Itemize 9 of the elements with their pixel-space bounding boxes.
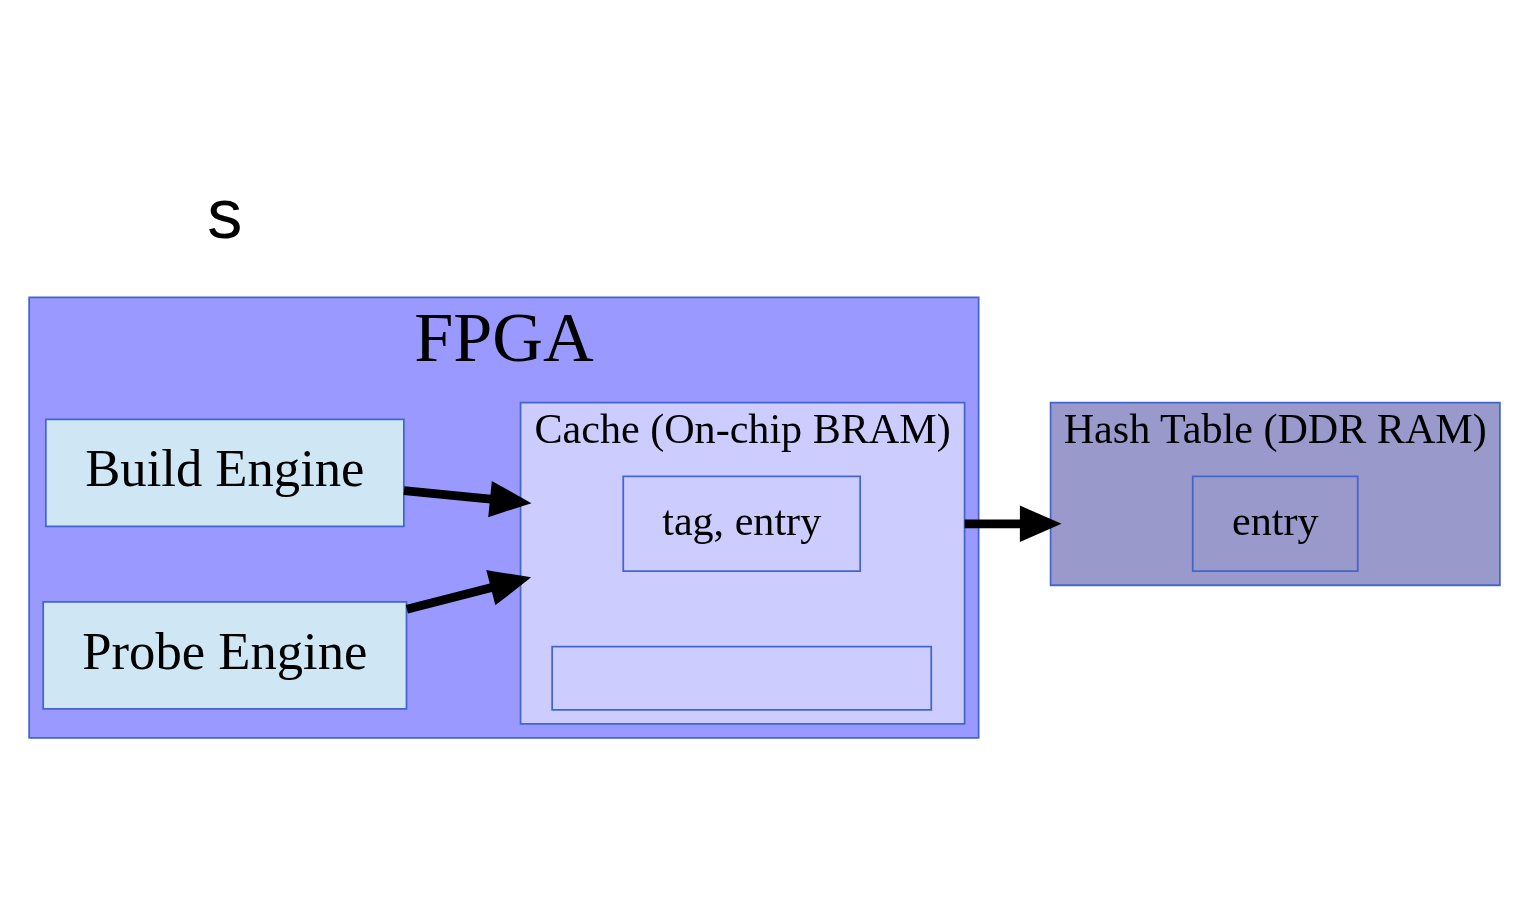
node-box: entry <box>1191 475 1359 573</box>
arrow <box>964 505 1062 543</box>
node-box <box>551 645 933 711</box>
node-box: Build Engine <box>44 418 405 528</box>
arrow <box>405 570 532 614</box>
node-box: tag, entry <box>622 475 862 573</box>
node-box: Probe Engine <box>42 601 408 710</box>
arrow <box>403 480 532 518</box>
label: s <box>207 173 243 253</box>
